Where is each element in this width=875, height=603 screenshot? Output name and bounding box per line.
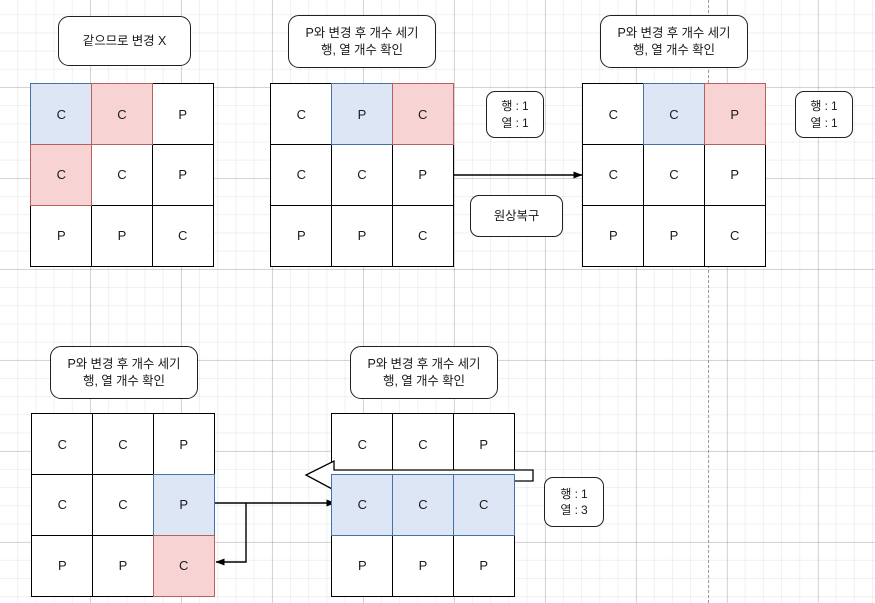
grid-2-cell-r2c3: P: [391, 144, 454, 206]
grid-4-cell-r2c2: C: [92, 474, 154, 536]
grid-5-cell-r2c3: C: [452, 474, 515, 536]
grid-3-cell-r3c1: P: [582, 204, 645, 267]
grid-5-cell-r2c1: C: [331, 474, 394, 536]
grid-4-cell-r2c1: C: [31, 474, 94, 536]
grid-2-cell-r3c1: P: [270, 204, 333, 267]
grid-5-cell-r3c3: P: [452, 534, 515, 597]
grid-4-cell-r1c1: C: [31, 413, 94, 476]
grid-4-cell-r3c2: P: [92, 534, 154, 597]
grid-1-cell-r3c1: P: [30, 204, 93, 267]
note-count-after-change-2: P와 변경 후 개수 세기 행, 열 개수 확인: [288, 15, 436, 68]
grid-1-cell-r2c2: C: [91, 144, 153, 206]
grid-2-cell-r1c1: C: [270, 83, 333, 146]
grid-3-cell-r2c2: C: [643, 144, 705, 206]
grid-2-cell-r1c3: C: [391, 83, 454, 146]
grid-1-cell-r3c3: C: [151, 204, 214, 267]
grid-1-cell-r1c3: P: [151, 83, 214, 146]
grid-3-cell-r2c1: C: [582, 144, 645, 206]
grid-1-cell-r3c2: P: [91, 204, 153, 267]
count-box-2: 행 : 1 열 : 1: [795, 91, 853, 138]
grid-2-cell-r2c1: C: [270, 144, 333, 206]
grid-3-cell-r1c1: C: [582, 83, 645, 146]
grid-2-cell-r1c2: P: [331, 83, 393, 146]
grid-3-cell-r3c3: C: [703, 204, 766, 267]
grid-4-cell-r1c3: P: [152, 413, 215, 476]
grid-5-cell-r1c3: P: [452, 413, 515, 476]
grid-1-cell-r1c2: C: [91, 83, 153, 146]
grid-4-cell-r3c3: C: [152, 534, 215, 597]
grid-4-cell-r1c2: C: [92, 413, 154, 476]
grid-3-cell-r3c2: P: [643, 204, 705, 267]
note-count-after-change-4: P와 변경 후 개수 세기 행, 열 개수 확인: [50, 346, 198, 399]
grid-1-cell-r2c1: C: [30, 144, 93, 206]
note-restore: 원상복구: [470, 195, 563, 237]
grid-1-cell-r1c1: C: [30, 83, 93, 146]
grid-1-cell-r2c3: P: [151, 144, 214, 206]
grid-5-cell-r1c2: C: [392, 413, 454, 476]
grid-2-cell-r2c2: C: [331, 144, 393, 206]
grid-5-cell-r3c2: P: [392, 534, 454, 597]
grid-2-cell-r3c3: C: [391, 204, 454, 267]
count-box-3: 행 : 1 열 : 3: [544, 477, 604, 527]
grid-3-cell-r1c3: P: [703, 83, 766, 146]
grid-4-cell-r3c1: P: [31, 534, 94, 597]
count-box-1: 행 : 1 열 : 1: [486, 91, 544, 138]
grid-5-cell-r2c2: C: [392, 474, 454, 536]
grid-3-cell-r1c2: C: [643, 83, 705, 146]
page-break-line: [708, 0, 709, 603]
grid-5-cell-r1c1: C: [331, 413, 394, 476]
grid-4-cell-r2c3: P: [152, 474, 215, 536]
grid-3-cell-r2c3: P: [703, 144, 766, 206]
note-count-after-change-3: P와 변경 후 개수 세기 행, 열 개수 확인: [600, 15, 748, 68]
grid-2-cell-r3c2: P: [331, 204, 393, 267]
note-same-no-change: 같으므로 변경 X: [58, 16, 191, 66]
grid-5-cell-r3c1: P: [331, 534, 394, 597]
note-count-after-change-5: P와 변경 후 개수 세기 행, 열 개수 확인: [350, 346, 498, 399]
arrow-branch-to-red-cell: [215, 503, 247, 566]
